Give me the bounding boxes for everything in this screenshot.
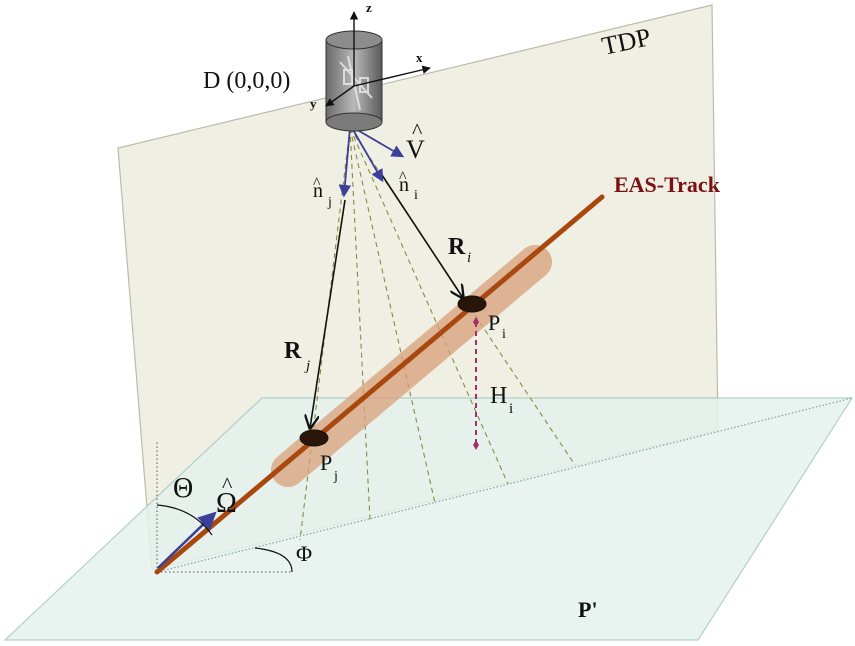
phi-arc [254, 547, 293, 573]
v-label: V [406, 135, 425, 164]
height-hi-top-marker [473, 317, 479, 327]
eas-track-line [154, 194, 605, 575]
hi-label: H [490, 383, 507, 409]
v-vector [353, 127, 405, 158]
coordinate-axes [325, 11, 431, 107]
ri-label: R [448, 234, 466, 260]
detector-label: D (0,0,0) [203, 68, 290, 94]
ni-subscript: i [414, 188, 418, 203]
height-hi-bottom-marker [473, 440, 479, 450]
nj-hat-caret: ^ [313, 175, 321, 192]
pj-subscript: j [333, 469, 338, 484]
phi-label: Φ [296, 541, 312, 566]
ni-vector [351, 127, 384, 183]
ri-vector [381, 174, 463, 298]
axis-y-label: y [310, 96, 317, 111]
point-pi-marker [457, 295, 487, 313]
pj-label: P [320, 450, 332, 475]
ni-label: n [399, 174, 409, 196]
omega-hat-caret: ^ [222, 472, 233, 497]
rj-subscript: j [304, 358, 310, 374]
eas-track-label: EAS-Track [614, 172, 721, 197]
nj-vector [338, 127, 352, 198]
axis-x-label: x [416, 50, 423, 65]
ground-projection-line [156, 397, 853, 573]
nj-label: n [313, 180, 323, 202]
omega-vector [157, 511, 217, 569]
omega-label: Ω [216, 488, 237, 519]
pi-label: P [488, 310, 500, 335]
plane-p-label: P' [578, 597, 598, 622]
ground-plane [3, 397, 854, 641]
theta-label: Θ [173, 473, 193, 504]
track-glow [271, 245, 552, 487]
ri-subscript: i [467, 250, 471, 266]
hi-subscript: i [509, 401, 513, 417]
axis-z-label: z [366, 0, 372, 15]
rj-label: R [284, 338, 302, 364]
point-pj-marker [299, 429, 329, 447]
pi-subscript: i [502, 327, 506, 342]
rj-vector [310, 199, 346, 428]
v-hat-caret: ^ [412, 118, 423, 143]
nj-subscript: j [327, 195, 332, 210]
ni-hat-caret: ^ [399, 169, 407, 186]
theta-arc [156, 504, 213, 536]
